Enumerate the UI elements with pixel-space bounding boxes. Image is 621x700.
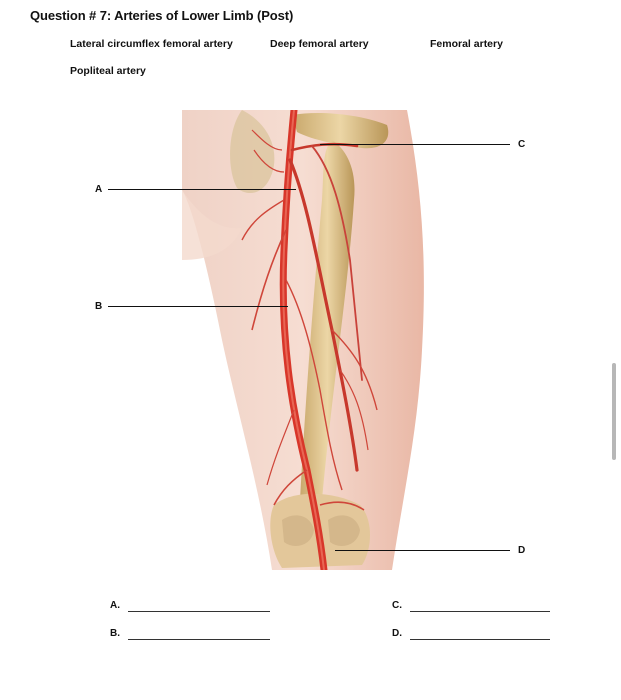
term-femoral-artery: Femoral artery xyxy=(430,38,503,50)
answer-letter-a: A. xyxy=(110,600,120,611)
label-a: A xyxy=(95,184,103,195)
leader-line-d xyxy=(335,550,510,552)
answer-blank-b[interactable] xyxy=(128,639,270,640)
answer-letter-c: C. xyxy=(392,600,402,611)
term-deep-femoral-artery: Deep femoral artery xyxy=(270,38,369,50)
answer-blank-a[interactable] xyxy=(128,611,270,612)
answer-blank-d[interactable] xyxy=(410,639,550,640)
thigh-arteries-illustration xyxy=(182,110,442,570)
leader-line-b xyxy=(108,306,288,308)
question-title: Question # 7: Arteries of Lower Limb (Po… xyxy=(30,8,294,23)
answer-letter-b: B. xyxy=(110,628,120,639)
vertical-scrollbar[interactable] xyxy=(612,363,616,460)
label-b: B xyxy=(95,301,103,312)
answer-letter-d: D. xyxy=(392,628,402,639)
term-lateral-circumflex-femoral-artery: Lateral circumflex femoral artery xyxy=(70,38,233,50)
term-popliteal-artery: Popliteal artery xyxy=(70,65,146,77)
answer-blank-c[interactable] xyxy=(410,611,550,612)
leader-line-a xyxy=(108,189,296,191)
label-c: C xyxy=(518,139,526,150)
leader-line-c xyxy=(320,144,510,146)
label-d: D xyxy=(518,545,526,556)
